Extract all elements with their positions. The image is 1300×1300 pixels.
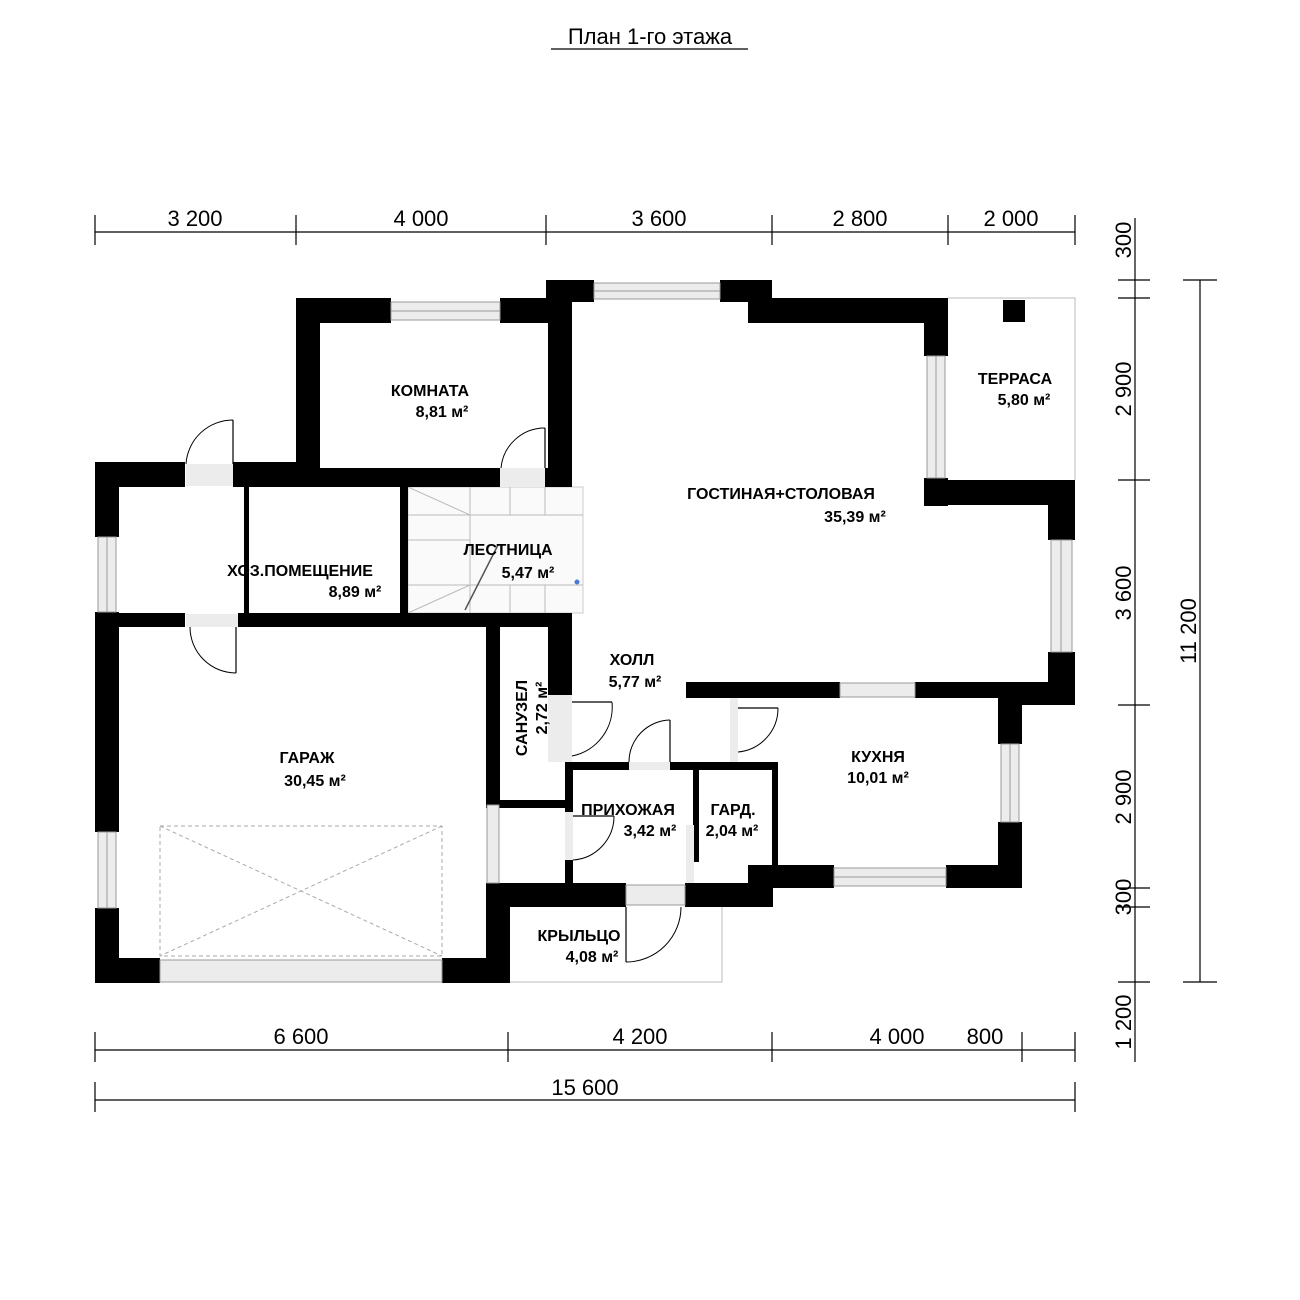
room-komnata-name: КОМНАТА bbox=[391, 383, 470, 400]
bottom-dimension-chain: 6 600 4 200 4 000 800 15 600 bbox=[94, 1024, 1076, 1112]
dim-bottom-4: 800 bbox=[967, 1024, 1004, 1049]
dim-bottom-total: 15 600 bbox=[551, 1075, 618, 1100]
room-krylco-area: 4,08 м² bbox=[566, 949, 619, 966]
dim-right-5: 300 bbox=[1111, 879, 1136, 916]
dim-bottom-1: 6 600 bbox=[273, 1024, 328, 1049]
walls bbox=[95, 280, 1075, 983]
room-sanuzel-area: 2,72 м² bbox=[534, 682, 551, 735]
room-gard-area: 2,04 м² bbox=[706, 823, 759, 840]
room-garazh-area: 30,45 м² bbox=[284, 773, 346, 790]
room-garazh-name: ГАРАЖ bbox=[280, 750, 335, 767]
room-labels: КОМНАТА 8,81 м² ТЕРРАСА 5,80 м² ГОСТИНАЯ… bbox=[227, 371, 1052, 966]
dim-bottom-2: 4 200 bbox=[612, 1024, 667, 1049]
room-krylco-name: КРЫЛЬЦО bbox=[538, 928, 621, 945]
dim-top-3: 3 600 bbox=[631, 206, 686, 231]
room-holl-area: 5,77 м² bbox=[609, 674, 662, 691]
room-kuhnya-area: 10,01 м² bbox=[847, 770, 909, 787]
dim-top-5: 2 000 bbox=[983, 206, 1038, 231]
room-holl-name: ХОЛЛ bbox=[610, 652, 655, 669]
room-hoz-area: 8,89 м² bbox=[329, 584, 382, 601]
dim-top-4: 2 800 bbox=[832, 206, 887, 231]
dim-top-1: 3 200 bbox=[167, 206, 222, 231]
room-gostinaya-name: ГОСТИНАЯ+СТОЛОВАЯ bbox=[687, 486, 875, 503]
room-lestnica-area: 5,47 м² bbox=[502, 565, 555, 582]
room-lestnica-name: ЛЕСТНИЦА bbox=[463, 542, 553, 559]
dim-right-total: 11 200 bbox=[1176, 598, 1201, 664]
dim-right-6: 1 200 bbox=[1111, 994, 1136, 1049]
doors bbox=[185, 419, 779, 963]
room-prihozhaya-name: ПРИХОЖАЯ bbox=[581, 802, 675, 819]
dim-bottom-3: 4 000 bbox=[869, 1024, 924, 1049]
room-gard-name: ГАРД. bbox=[710, 802, 755, 819]
terrace-column bbox=[1003, 300, 1025, 322]
staircase bbox=[407, 486, 584, 614]
dim-right-2: 2 900 bbox=[1111, 361, 1136, 416]
room-gostinaya-area: 35,39 м² bbox=[824, 509, 886, 526]
dim-right-4: 2 900 bbox=[1111, 769, 1136, 824]
room-sanuzel-name: САНУЗЕЛ bbox=[514, 680, 531, 756]
room-terrasa-name: ТЕРРАСА bbox=[978, 371, 1053, 388]
room-hoz-name: ХОЗ.ПОМЕЩЕНИЕ bbox=[227, 563, 373, 580]
room-kuhnya-name: КУХНЯ bbox=[851, 749, 905, 766]
dim-right-1: 300 bbox=[1111, 222, 1136, 259]
room-komnata-area: 8,81 м² bbox=[416, 404, 469, 421]
light-outlines bbox=[159, 297, 1076, 983]
room-prihozhaya-area: 3,42 м² bbox=[624, 823, 677, 840]
room-terrasa-area: 5,80 м² bbox=[998, 392, 1051, 409]
dim-right-3: 3 600 bbox=[1111, 565, 1136, 620]
top-dimension-chain: 3 200 4 000 3 600 2 800 2 000 bbox=[94, 206, 1076, 245]
right-dimension-chain: 300 2 900 3 600 2 900 300 1 200 11 200 bbox=[1111, 218, 1217, 1062]
dim-top-2: 4 000 bbox=[393, 206, 448, 231]
plan-title: План 1-го этажа bbox=[568, 24, 733, 49]
windows bbox=[97, 282, 1073, 983]
